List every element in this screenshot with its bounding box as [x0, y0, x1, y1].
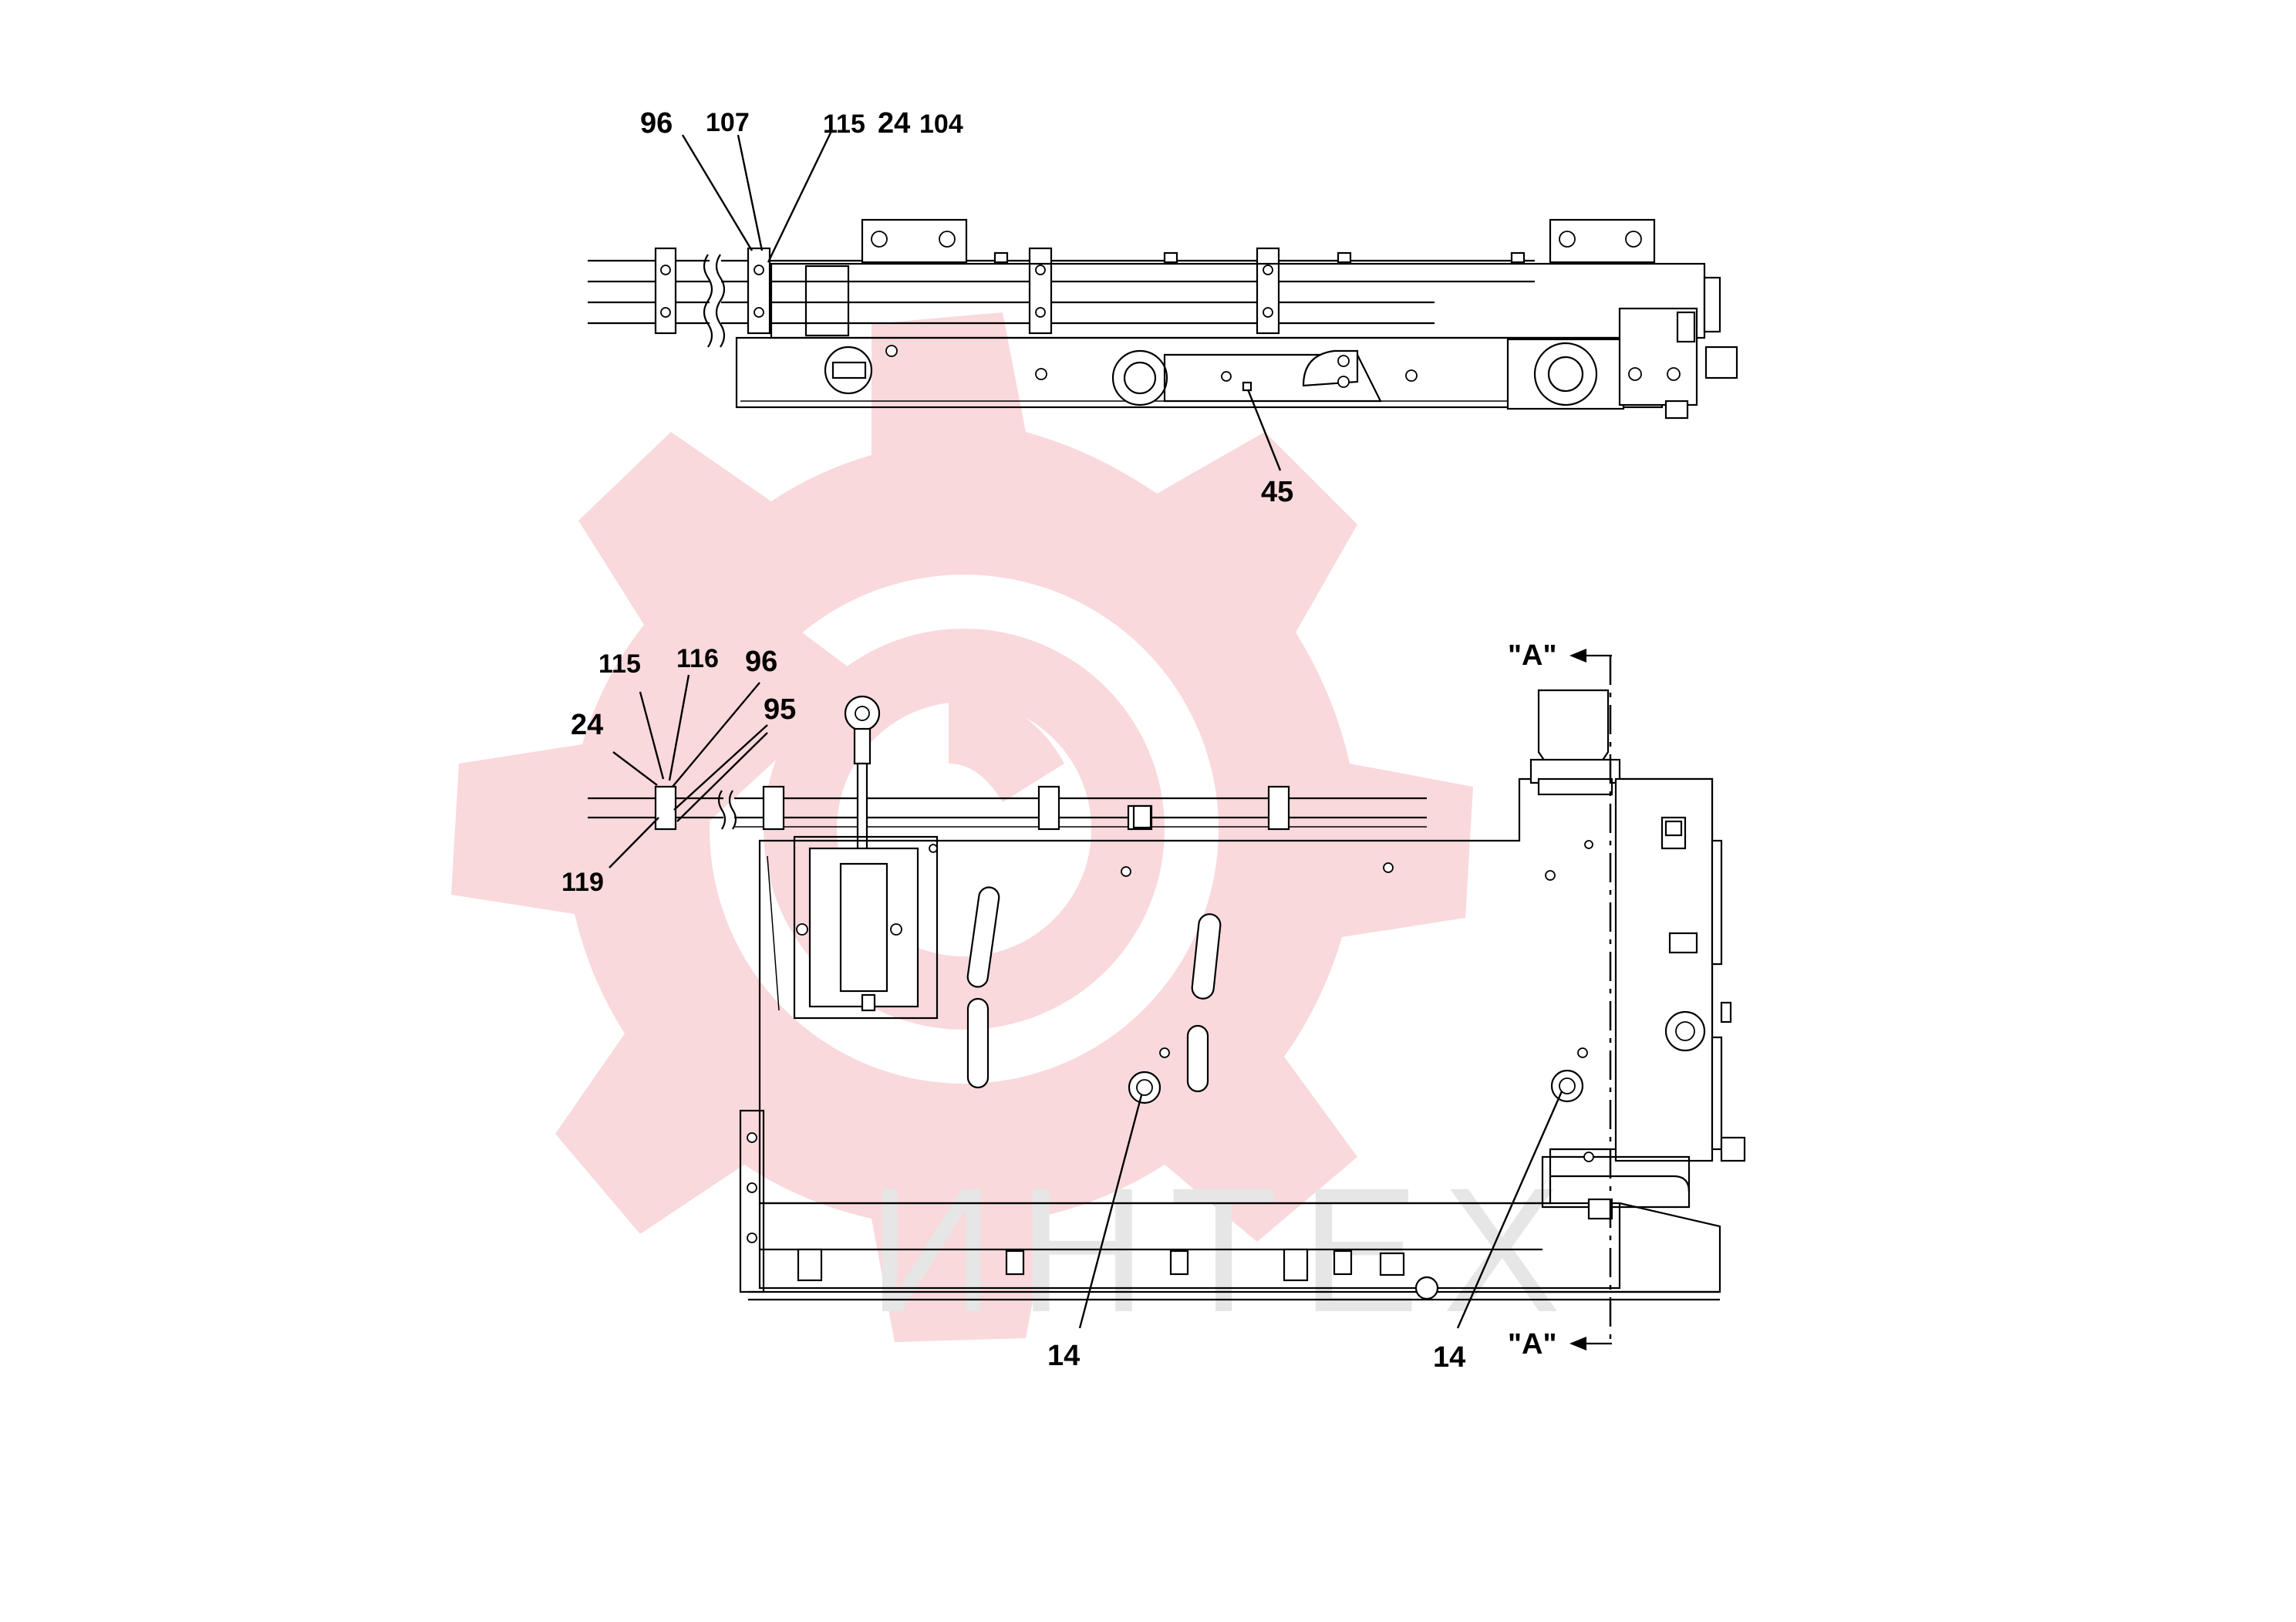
pump-unit-top — [1506, 338, 1625, 410]
watermark-gear-logo: ИНТЕХ — [451, 312, 1561, 1349]
callout-side-14-right: 14 — [1433, 1341, 1465, 1374]
callout-top-24: 24 — [878, 107, 910, 140]
callout-top-45: 45 — [1261, 476, 1293, 508]
callout-side-14-left: 14 — [1047, 1340, 1080, 1372]
callout-top-96: 96 — [640, 107, 673, 140]
callout-top-104: 104 — [919, 110, 963, 139]
valve-block-top — [1618, 276, 1738, 420]
side-view-assembly — [588, 649, 1746, 1351]
callout-side-95: 95 — [764, 693, 796, 726]
base-clamps — [797, 1248, 1405, 1282]
rod-clamp-2 — [747, 247, 771, 335]
leader-lines — [609, 130, 1563, 1329]
callout-side-119: 119 — [561, 868, 604, 897]
top-view-assembly — [588, 218, 1738, 420]
side-clamp-4 — [1267, 785, 1290, 831]
part-45-marker — [1242, 381, 1253, 392]
callout-top-115: 115 — [823, 110, 865, 139]
rod-clamp-left — [654, 247, 677, 335]
section-label-top: "A" — [1508, 639, 1556, 672]
callout-side-24: 24 — [571, 709, 603, 741]
callouts: 96 107 115 24 104 45 115 116 96 24 95 11… — [561, 107, 1556, 1374]
top-bolts — [993, 251, 1526, 264]
side-clamp-3 — [1037, 785, 1060, 831]
motor-unit — [1529, 689, 1621, 796]
callout-side-96: 96 — [745, 646, 777, 678]
rod-clamp-3 — [1028, 247, 1053, 335]
callout-side-116: 116 — [676, 644, 719, 673]
callout-top-107: 107 — [706, 108, 750, 137]
callout-side-115: 115 — [598, 649, 641, 679]
control-block-right — [1614, 777, 1746, 1162]
rod-clamp-4 — [1256, 247, 1280, 335]
side-clamp-2 — [762, 785, 785, 831]
side-clamp-1 — [654, 785, 677, 831]
section-label-bottom: "A" — [1508, 1328, 1556, 1361]
